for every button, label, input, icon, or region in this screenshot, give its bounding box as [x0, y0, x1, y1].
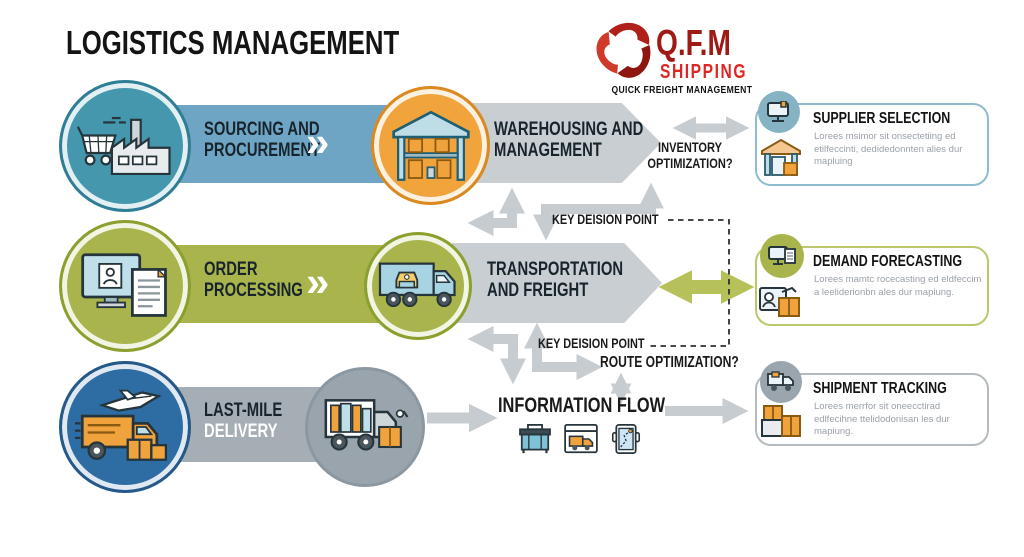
sourcing-circle [59, 80, 191, 212]
warehouse-circle [371, 86, 490, 205]
lastmile-circle [59, 361, 191, 493]
shipment-tracking-body: Lorees merrfor sit oneecctirad edlfecihn… [814, 401, 950, 437]
information-flow-label: INFORMATION FLOW [498, 394, 666, 417]
chevron-icon: » [306, 118, 330, 165]
supplier-selection-title: SUPPLIER SELECTION [813, 110, 951, 127]
banner-sourcing-label: SOURCING AND PROCUREMENT [204, 119, 321, 161]
supplier-monitor-icon [758, 91, 800, 133]
freight-truck-icon [378, 262, 456, 308]
shipment-truck-icon [760, 361, 802, 403]
logo-name: Q.F.M [656, 22, 731, 63]
information-flow-icons [517, 424, 643, 454]
delivery-circle [305, 367, 425, 487]
banner-warehousing-label: WAREHOUSING AND MANAGEMENT [494, 119, 644, 161]
shipment-tracking-title: SHIPMENT TRACKING [813, 380, 947, 397]
page-title: LOGISTICS MANAGEMENT [66, 24, 400, 61]
container-icon [519, 424, 551, 454]
shipment-boxes-icon [760, 402, 804, 438]
supplier-selection-body: Lorees msimor sit onsectetiing ed etilfe… [814, 131, 963, 167]
route-optimization-label: ROUTE OPTIMIZATION? [600, 354, 739, 371]
logo-sub: SHIPPING [660, 61, 748, 83]
demand-forecasting-body: Lorees mamtc rocecasting ed eldfeccim a … [814, 274, 982, 298]
warehouse-icon [391, 110, 470, 181]
banner-order-label: ORDER PROCESSING [204, 259, 303, 301]
key-decision-point-1-label: KEY DEISION POINT [552, 211, 659, 227]
banner-transportation [452, 243, 662, 323]
key-decision-point-2-label: KEY DEISION POINT [538, 335, 645, 351]
delivery-truck-icon [324, 399, 409, 451]
logo-tagline: QUICK FREIGHT MANAGEMENT [611, 84, 753, 96]
demand-monitor-icon [760, 234, 804, 278]
plane-truck-icon [75, 389, 168, 461]
truck-window-icon [564, 424, 598, 454]
supplier-warehouse-icon [760, 137, 802, 177]
banner-lastmile-label: LAST-MILE DELIVERY [204, 400, 283, 442]
qfm-swirl-icon [594, 18, 656, 82]
truck-circle [364, 232, 472, 340]
demand-person-box-icon [758, 282, 802, 320]
route-map-icon [611, 424, 641, 454]
inventory-optimization-label: INVENTORY OPTIMIZATION? [647, 140, 733, 171]
monitor-document-icon [81, 253, 168, 317]
demand-forecasting-title: DEMAND FORECASTING [813, 253, 963, 270]
chevron-icon: » [306, 258, 330, 305]
cart-factory-icon [77, 116, 171, 176]
banner-transportation-label: TRANSPORTATION AND FREIGHT [487, 259, 624, 301]
order-circle [59, 220, 191, 352]
